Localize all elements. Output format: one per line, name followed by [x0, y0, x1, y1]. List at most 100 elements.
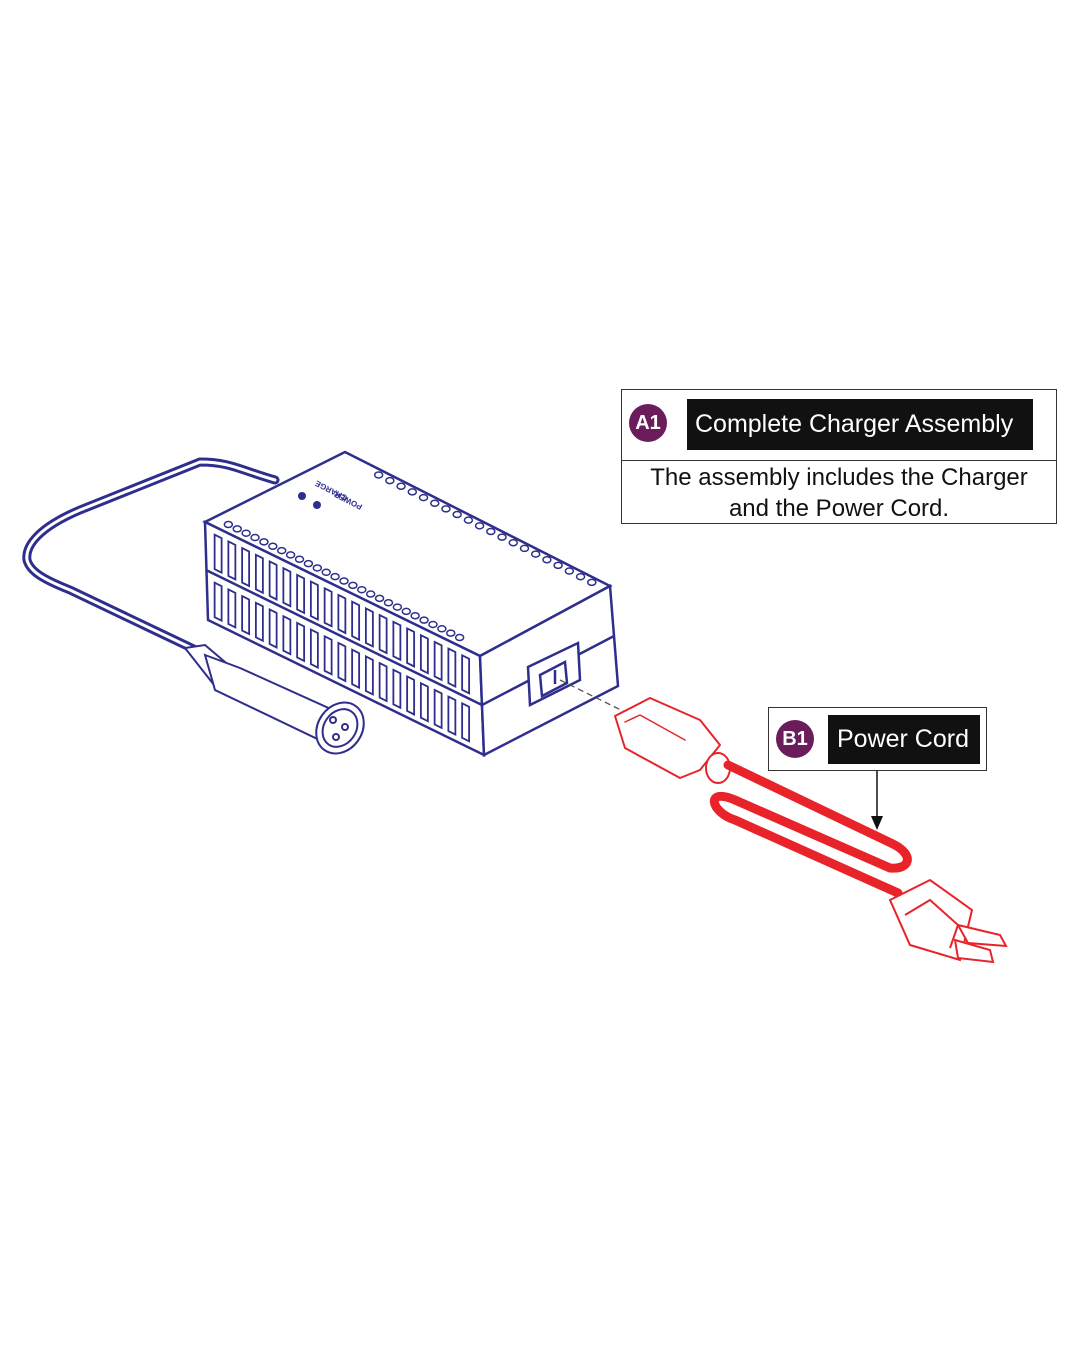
- callout-a1-badge: A1: [629, 404, 667, 442]
- vent-slot: [296, 621, 306, 663]
- vent-slot: [419, 681, 429, 723]
- top-hole: [575, 572, 586, 581]
- top-hole: [241, 529, 251, 537]
- top-hole: [407, 488, 418, 496]
- vent-slot: [419, 633, 429, 675]
- top-hole: [429, 499, 440, 507]
- charger-top-holes: [223, 471, 597, 642]
- callout-complete-charger-assembly: A1 Complete Charger Assembly The assembl…: [621, 389, 1057, 524]
- top-hole: [232, 525, 242, 533]
- callout-a1-header: A1 Complete Charger Assembly: [622, 390, 1056, 461]
- top-hole: [542, 555, 552, 564]
- vent-slot: [254, 553, 264, 595]
- vent-slot: [364, 654, 374, 696]
- top-hole: [312, 564, 323, 572]
- top-hole: [294, 555, 305, 564]
- callout-a1-title: Complete Charger Assembly: [687, 399, 1033, 450]
- callout-a1-description-text: The assembly includes the Charger and th…: [650, 464, 1028, 522]
- vent-slot: [213, 533, 223, 575]
- top-hole: [519, 544, 530, 553]
- power-cord: [614, 697, 912, 898]
- top-hole: [285, 551, 296, 559]
- top-hole: [383, 598, 394, 607]
- b1-leader-arrow: [871, 771, 883, 830]
- top-hole: [259, 538, 269, 546]
- top-hole: [339, 577, 349, 585]
- vent-slot: [213, 581, 223, 623]
- vent-slot: [282, 614, 292, 656]
- vent-slot: [241, 594, 251, 636]
- vent-slot: [392, 620, 402, 662]
- xlr-connector-icon: [183, 643, 365, 755]
- top-hole: [454, 633, 465, 642]
- top-hole: [357, 585, 367, 594]
- callout-a1-description: The assembly includes the Charger and th…: [622, 462, 1056, 524]
- ac-inlet-socket: [526, 641, 582, 707]
- vent-slot: [406, 675, 416, 716]
- top-hole: [401, 607, 412, 616]
- charger-vents: [213, 533, 471, 743]
- callout-b1-badge: B1: [776, 720, 814, 758]
- vent-slot: [351, 600, 361, 642]
- top-hole: [330, 572, 340, 581]
- vent-slot: [323, 586, 333, 628]
- vent-slot: [323, 634, 333, 676]
- vent-slot: [447, 647, 457, 689]
- top-hole: [441, 505, 451, 513]
- top-hole: [365, 590, 376, 598]
- top-hole: [428, 620, 438, 629]
- top-hole: [587, 578, 597, 587]
- top-hole: [223, 520, 234, 529]
- vent-slot: [433, 688, 443, 730]
- top-hole: [348, 581, 358, 590]
- vent-slot: [392, 668, 402, 710]
- vent-slot: [241, 546, 251, 588]
- top-hole: [321, 568, 331, 577]
- top-hole: [374, 594, 385, 603]
- top-hole: [276, 546, 287, 555]
- vent-slot: [461, 653, 471, 695]
- top-hole: [410, 612, 420, 620]
- top-hole: [396, 482, 406, 491]
- top-hole: [303, 559, 314, 568]
- vent-slot: [406, 627, 416, 668]
- top-hole: [418, 493, 429, 502]
- top-hole: [486, 527, 496, 536]
- callout-b1-title: Power Cord: [828, 715, 980, 764]
- vent-slot: [268, 608, 278, 649]
- top-hole: [268, 542, 278, 550]
- vent-slot: [309, 628, 319, 670]
- vent-slot: [447, 695, 457, 737]
- vent-slot: [433, 640, 443, 682]
- vent-slot: [378, 613, 388, 655]
- callout-power-cord: B1 Power Cord: [768, 707, 987, 771]
- top-hole: [497, 533, 507, 541]
- top-hole: [474, 522, 485, 530]
- top-hole: [553, 561, 563, 570]
- vent-slot: [227, 539, 237, 581]
- top-hole: [373, 471, 384, 479]
- vent-slot: [268, 560, 278, 601]
- vent-slot: [296, 573, 306, 615]
- top-hole: [564, 567, 575, 575]
- top-hole: [419, 616, 429, 624]
- top-hole: [392, 603, 403, 611]
- vent-slot: [461, 701, 471, 743]
- vent-slot: [227, 587, 237, 629]
- vent-slot: [378, 661, 388, 703]
- vent-slot: [254, 601, 264, 643]
- top-hole: [437, 625, 447, 633]
- vent-slot: [282, 566, 292, 608]
- vent-slot: [337, 593, 347, 635]
- top-hole: [250, 533, 260, 542]
- vent-slot: [309, 580, 319, 622]
- top-hole: [508, 539, 519, 547]
- alignment-guide: [559, 679, 626, 713]
- vent-slot: [337, 641, 347, 683]
- ac-plug-icon: [888, 878, 1008, 964]
- top-hole: [446, 629, 456, 637]
- top-hole: [530, 550, 541, 558]
- top-hole: [452, 510, 462, 519]
- top-hole: [463, 516, 474, 524]
